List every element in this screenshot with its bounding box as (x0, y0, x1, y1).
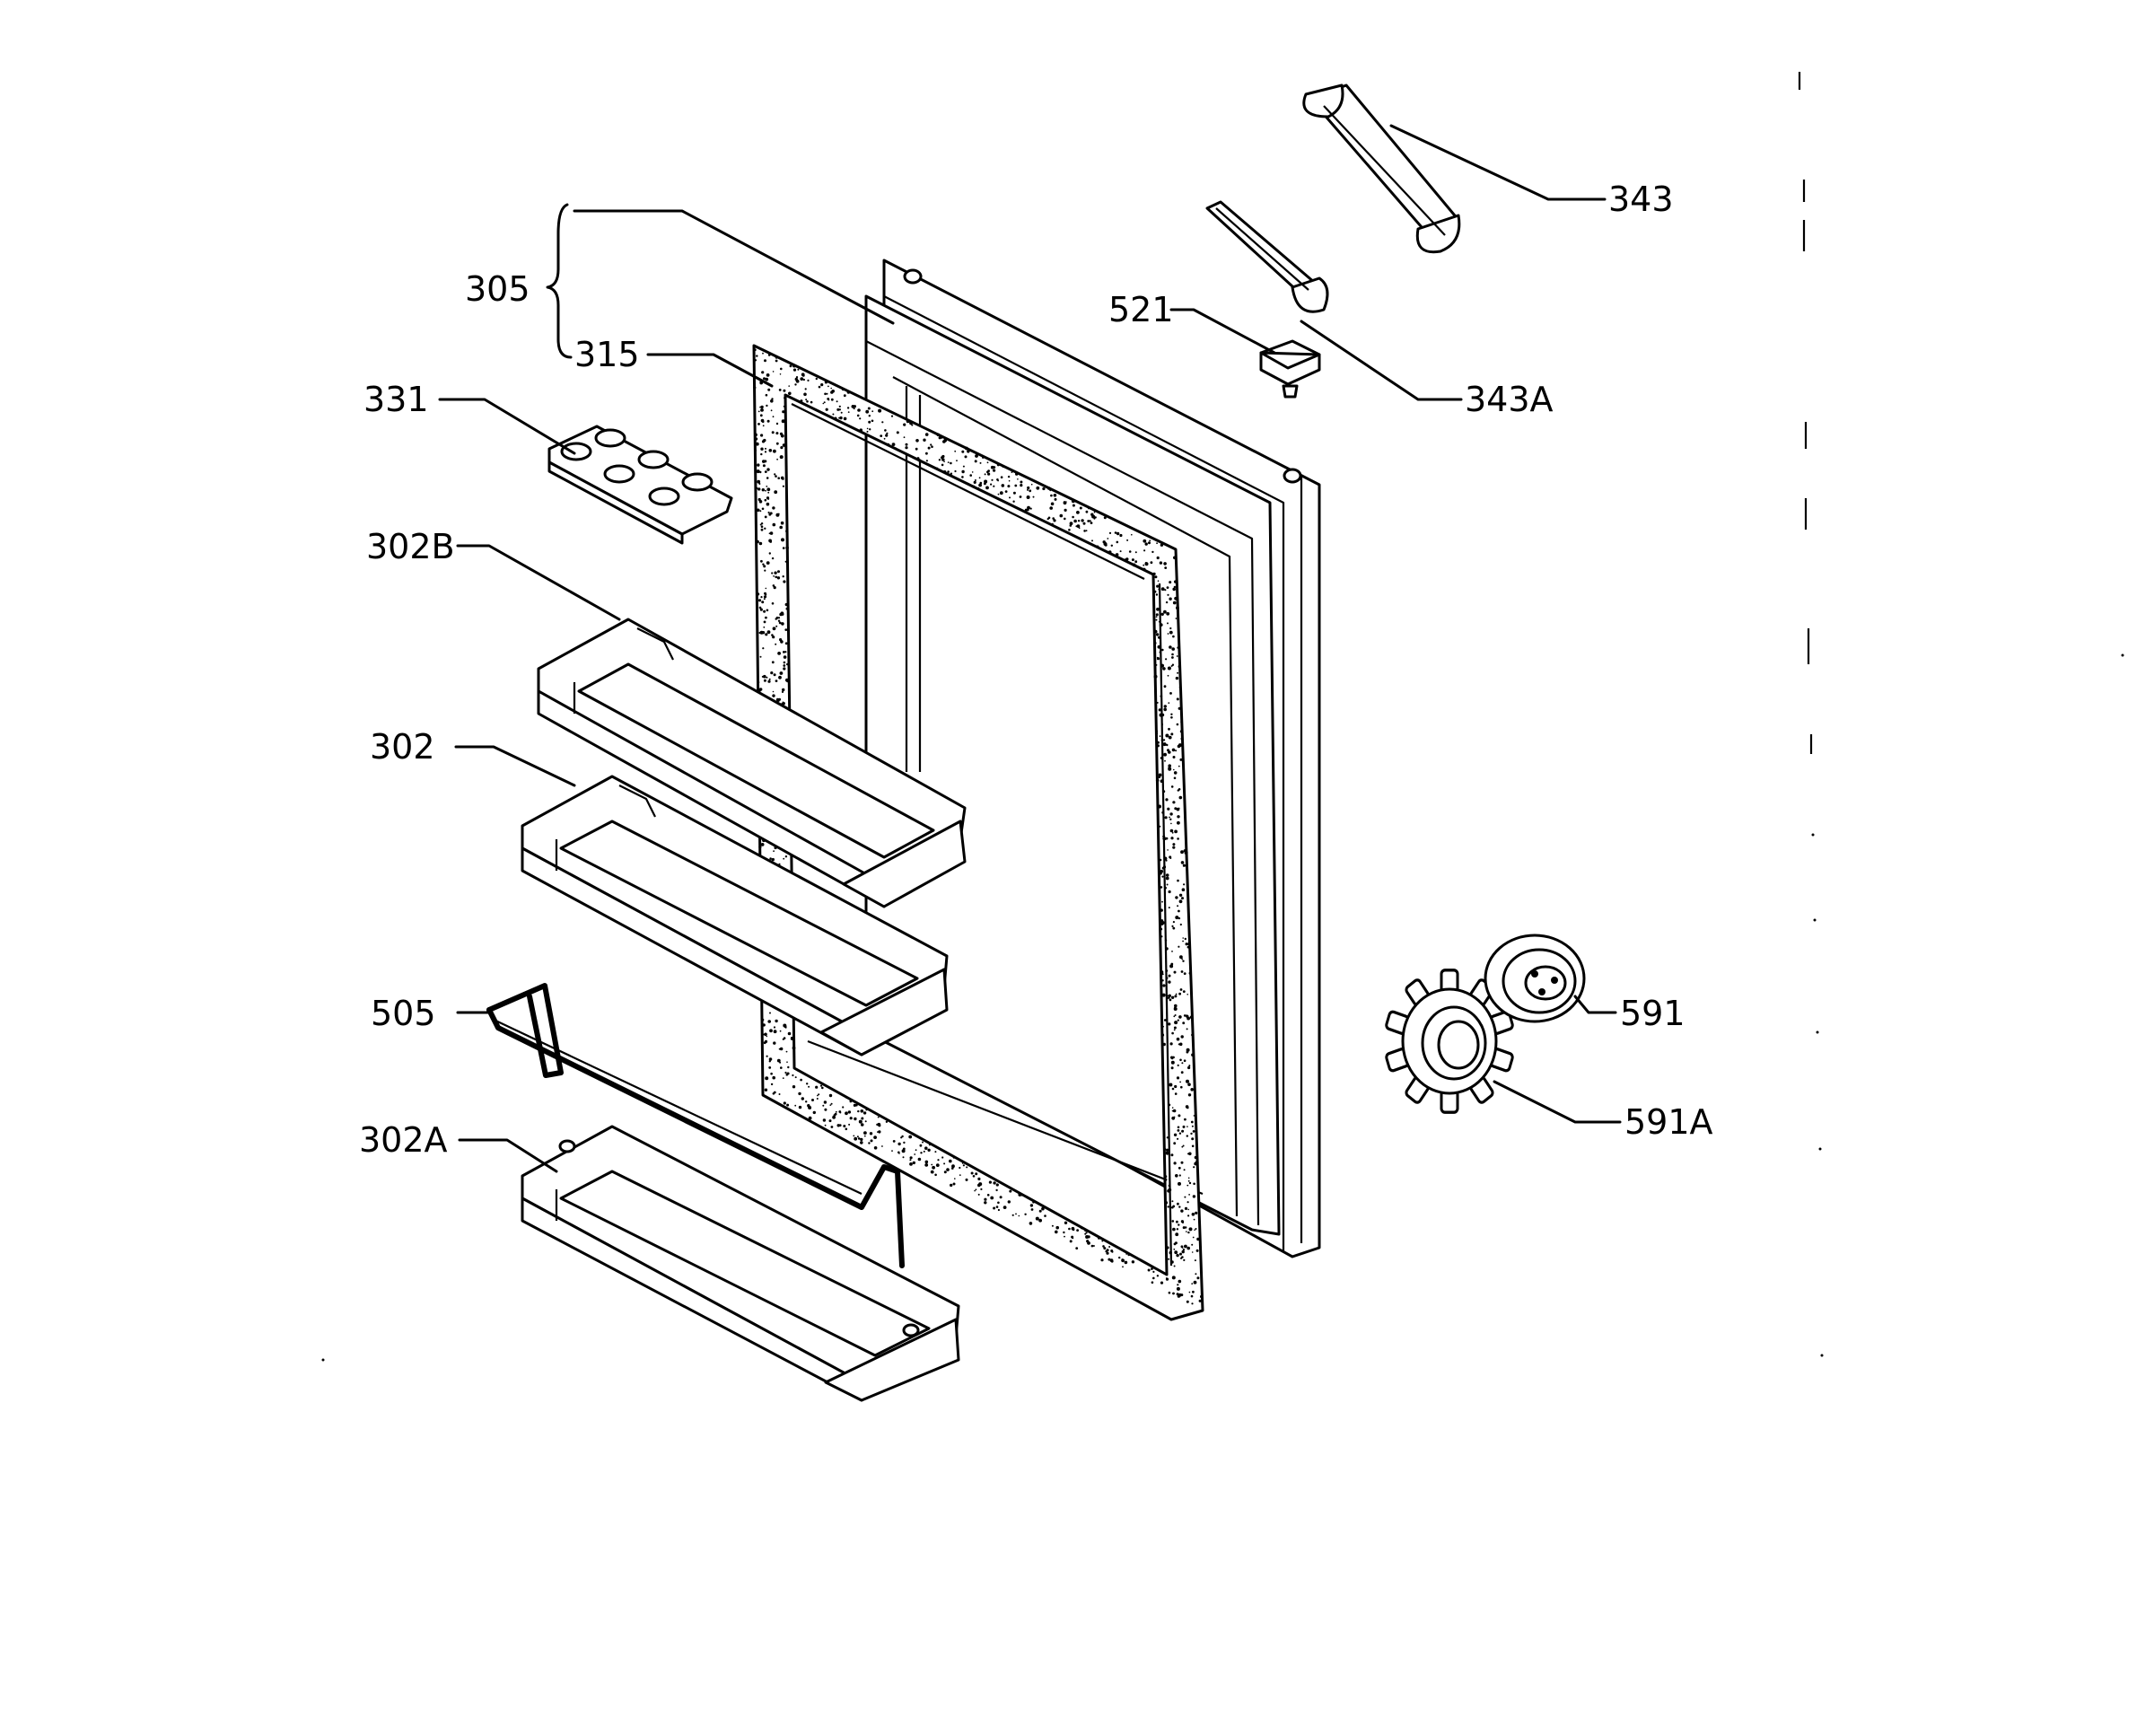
egg-tray-331 (547, 425, 733, 545)
leader-lines (438, 124, 1622, 1173)
label-521: 521 (1108, 290, 1174, 329)
label-591A: 591A (1624, 1102, 1713, 1142)
shelf-302A (521, 1125, 960, 1402)
label-343: 343 (1608, 180, 1674, 219)
knob-591 (1484, 934, 1586, 1023)
label-505: 505 (371, 994, 436, 1033)
label-331: 331 (363, 380, 429, 419)
label-302: 302 (370, 727, 435, 767)
gear-591A (1385, 969, 1514, 1114)
label-343A: 343A (1465, 380, 1554, 419)
cap-521 (1259, 339, 1321, 399)
part-labels: 305 315 331 302B 302 505 302A 343 521 34… (359, 180, 1713, 1160)
label-591: 591 (1620, 994, 1686, 1033)
label-302B: 302B (366, 527, 455, 566)
wire-rack-505 (486, 983, 905, 1268)
shelf-302 (521, 775, 949, 1057)
hinge-343A (1205, 200, 1329, 313)
label-302A: 302A (359, 1120, 448, 1160)
label-305: 305 (465, 269, 530, 309)
shelf-302B (537, 618, 967, 908)
scan-artifacts (321, 72, 2124, 1362)
label-315: 315 (574, 335, 640, 374)
hinge-343 (1302, 83, 1461, 254)
